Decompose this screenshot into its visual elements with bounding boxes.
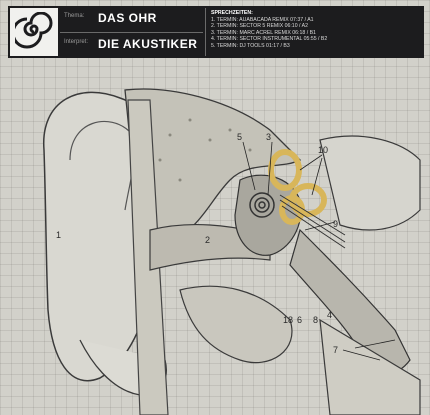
bone-column xyxy=(127,99,169,415)
thema-label: Thema: xyxy=(64,13,85,19)
label-8: 8 xyxy=(313,315,319,325)
label-3: 3 xyxy=(266,132,272,142)
thema-value: DAS OHR xyxy=(98,11,157,25)
interpret-value: DIE AKUSTIKER xyxy=(98,37,198,51)
lower-tissue xyxy=(179,285,293,364)
label-1: 1 xyxy=(56,230,62,240)
track-5: 5. TERMIN: DJ TOOLS 01:17 / B3 xyxy=(211,42,290,49)
ear-anatomy-illustration xyxy=(43,88,421,415)
tracklist: SPRECHZEITEN: 1. TERMIN: AUABACADA REMIX… xyxy=(211,10,421,49)
label-4: 4 xyxy=(327,310,333,320)
label-leader-lines xyxy=(242,141,396,361)
skull-right xyxy=(319,135,421,231)
header-bar: Thema: DAS OHR Interpret: DIE AKUSTIKER … xyxy=(8,6,424,58)
label-7: 7 xyxy=(333,345,339,355)
spiral-logo-icon xyxy=(15,12,53,49)
label-9: 9 xyxy=(333,219,339,229)
throat-section xyxy=(319,318,421,415)
tracklist-title: SPRECHZEITEN: xyxy=(211,10,253,16)
track-3: 3. TERMIN: MARC ACREL REMIX 06:18 / B1 xyxy=(211,29,316,36)
label-6: 6 xyxy=(297,315,303,325)
interpret-label: Interpret: xyxy=(64,39,89,45)
track-1: 1. TERMIN: AUABACADA REMIX 07:37 / A1 xyxy=(211,16,314,23)
header-vertical-divider xyxy=(205,8,206,56)
label-10: 10 xyxy=(318,145,329,155)
cochlea xyxy=(249,192,275,218)
label-18: 18 xyxy=(283,315,294,325)
nerve-lines xyxy=(279,194,346,249)
header-divider xyxy=(60,32,203,33)
label-2: 2 xyxy=(205,235,211,245)
label-5: 5 xyxy=(237,132,243,142)
logo xyxy=(10,8,58,56)
track-2: 2. TERMIN: SECTOR 5 REMIX 06:10 / A2 xyxy=(211,23,308,29)
semicircular-canals xyxy=(268,149,327,225)
track-4: 4. TERMIN: SECTOR INSTRUMENTAL 05:55 / B… xyxy=(211,36,328,42)
